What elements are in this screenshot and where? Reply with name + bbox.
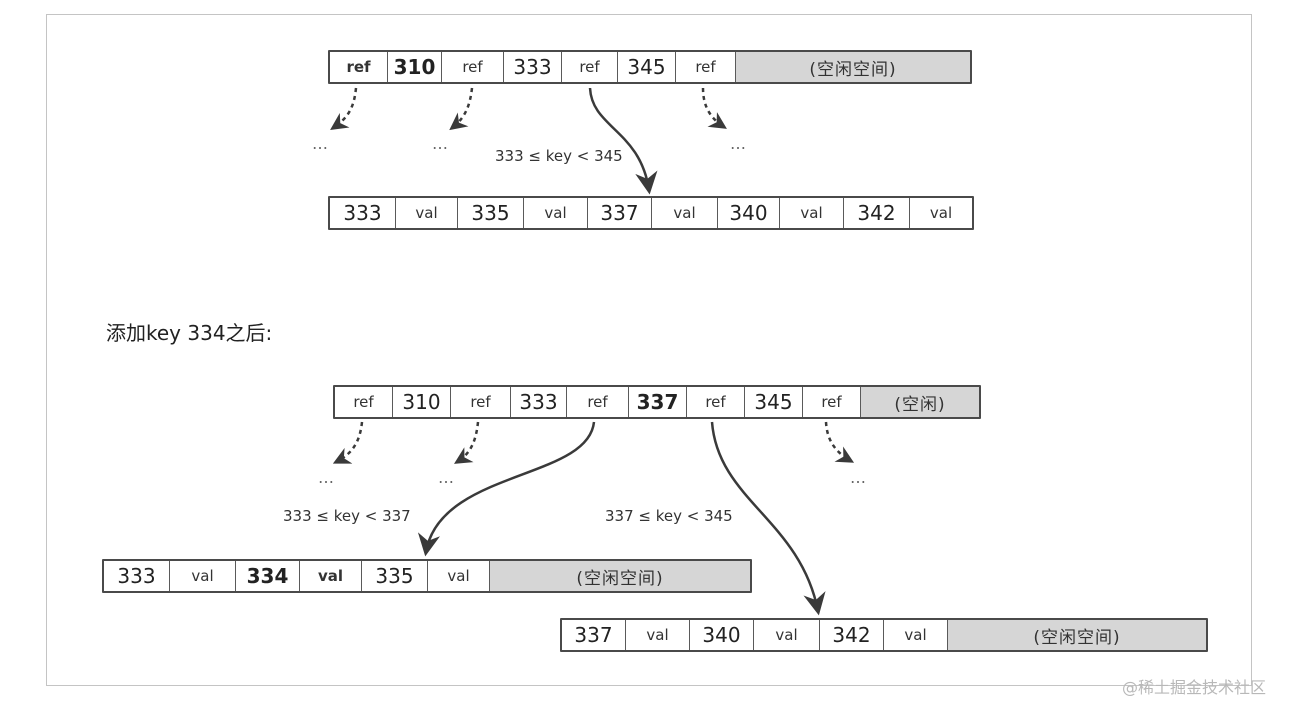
- top-parent-page-cell-key-1: 310: [388, 52, 442, 82]
- bottom-ref-arrow-right: [710, 421, 826, 616]
- top-ref-arrow-3: [701, 87, 727, 129]
- top-leaf-page-cell-val-5: val: [652, 198, 718, 228]
- top-parent-page-cell-ref-6: ref: [676, 52, 736, 82]
- top-ref-arrow-2: [449, 87, 474, 131]
- top-ref-arrow-1: [330, 87, 358, 130]
- ellipsis-2: …: [432, 134, 449, 153]
- left-range-label: 333 ≤ key < 337: [283, 507, 411, 525]
- bottom-ref-arrow-2: [454, 421, 480, 464]
- bottom-parent-page-cell-key-3: 333: [511, 387, 567, 417]
- top-range-label: 333 ≤ key < 345: [495, 147, 623, 165]
- bottom-left-leaf-page-cell-key-0: 333: [104, 561, 170, 591]
- bottom-right-leaf-page-cell-key-4: 342: [820, 620, 884, 650]
- diagram-frame: [46, 14, 1252, 686]
- watermark: @稀土掘金技术社区: [1122, 678, 1267, 697]
- ellipsis-5: …: [438, 468, 455, 487]
- bottom-parent-page-cell-free-space-9: (空闲): [861, 387, 979, 417]
- bottom-parent-page-cell-ref-0: ref: [335, 387, 393, 417]
- top-parent-page-cell-key-5: 345: [618, 52, 676, 82]
- top-leaf-page-cell-val-7: val: [780, 198, 844, 228]
- top-parent-page-cell-ref-0: ref: [330, 52, 388, 82]
- bottom-parent-page-cell-ref-2: ref: [451, 387, 511, 417]
- ellipsis-3: …: [730, 134, 747, 153]
- top-leaf-page-cell-key-6: 340: [718, 198, 780, 228]
- after-insert-heading: 添加key 334之后:: [106, 321, 273, 345]
- bottom-right-leaf-page-cell-val-5: val: [884, 620, 948, 650]
- bottom-parent-page-cell-ref-4: ref: [567, 387, 629, 417]
- bottom-parent-page-cell-key-1: 310: [393, 387, 451, 417]
- top-ref-arrow-main: [588, 87, 658, 195]
- bottom-right-leaf-page-cell-val-3: val: [754, 620, 820, 650]
- top-leaf-page-cell-val-1: val: [396, 198, 458, 228]
- right-range-label: 337 ≤ key < 345: [605, 507, 733, 525]
- bottom-parent-page-cell-key-5: 337: [629, 387, 687, 417]
- top-parent-page-cell-ref-2: ref: [442, 52, 504, 82]
- bottom-left-leaf-page-cell-key-4: 335: [362, 561, 428, 591]
- bottom-left-leaf-page-cell-val-5: val: [428, 561, 490, 591]
- bottom-left-leaf-page-cell-val-1: val: [170, 561, 236, 591]
- top-leaf-page-cell-key-8: 342: [844, 198, 910, 228]
- bottom-right-leaf-page-cell-val-1: val: [626, 620, 690, 650]
- bottom-ref-arrow-3: [824, 421, 855, 463]
- ellipsis-6: …: [850, 468, 867, 487]
- ellipsis-1: …: [312, 134, 329, 153]
- top-leaf-page-cell-key-4: 337: [588, 198, 652, 228]
- top-parent-page-cell-ref-4: ref: [562, 52, 618, 82]
- top-parent-page-cell-free-space-7: (空闲空间): [736, 52, 970, 82]
- top-leaf-page-cell-val-3: val: [524, 198, 588, 228]
- bottom-parent-page-cell-key-7: 345: [745, 387, 803, 417]
- bottom-left-leaf-page-cell-free-space-6: (空闲空间): [490, 561, 750, 591]
- bottom-right-leaf-page-cell-key-2: 340: [690, 620, 754, 650]
- top-leaf-page-cell-key-2: 335: [458, 198, 524, 228]
- bottom-ref-arrow-left: [417, 421, 596, 557]
- bottom-right-leaf-page-cell-key-0: 337: [562, 620, 626, 650]
- top-leaf-page-cell-val-9: val: [929, 204, 953, 222]
- ellipsis-4: …: [318, 468, 335, 487]
- bottom-right-leaf-page-cell-free-space-6: (空闲空间): [948, 620, 1206, 650]
- top-leaf-page-cell-key-0: 333: [330, 198, 396, 228]
- bottom-left-leaf-page-cell-key-2: 334: [236, 561, 300, 591]
- bottom-left-leaf-page-cell-val-3: val: [300, 561, 362, 591]
- bottom-ref-arrow-1: [332, 421, 364, 464]
- bottom-parent-page-cell-ref-8: ref: [803, 387, 861, 417]
- bottom-parent-page-cell-ref-6: ref: [687, 387, 745, 417]
- top-parent-page-cell-key-3: 333: [504, 52, 562, 82]
